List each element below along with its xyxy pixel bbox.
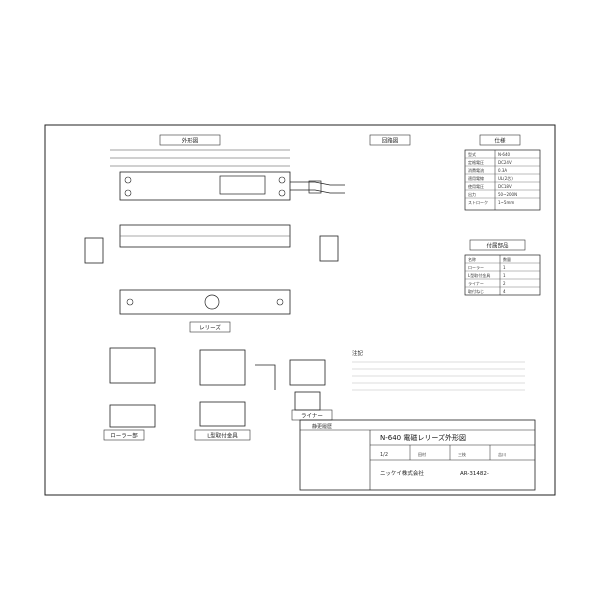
acc-val-0: 数量 [503,256,511,262]
drawing-scale: 1/2 [380,452,388,458]
bracket-header-box [194,429,251,441]
outline-header: 外形図 [182,137,199,145]
specs-header: 仕様 [494,137,506,145]
notes-lines [352,361,525,391]
accessories-header: 付属部品 [486,242,509,250]
spec-key-0: 型式 [468,151,476,157]
spec-key-3: 適用電線 [468,175,484,181]
drawing-title: N-640 電磁レリーズ外形図 [380,433,466,442]
spec-key-4: 使用電圧 [468,183,484,189]
accessories-header-box [469,239,526,251]
roller-header-box [103,429,145,441]
acc-key-2: L型取付金具 [468,272,490,278]
company-name: ニッケイ株式会社 [380,469,424,477]
spec-val-1: DC24V [498,160,512,165]
notes-heading: 注記 [352,349,364,357]
outline-side-views [84,224,339,315]
approver-3: 吉川 [498,452,506,457]
outline-top-view [110,149,345,201]
spec-key-1: 定格電圧 [468,159,484,165]
liner-header: ライナー [301,413,323,420]
outline-header-box [159,134,221,146]
spec-val-6: 1~5mm [498,200,514,205]
release-header-box [189,321,231,333]
acc-key-4: 取付ねじ [468,288,484,294]
drawing-number: AR-31482- [460,471,489,477]
spec-key-2: 消費電流 [468,167,484,173]
approver-2: 三枝 [458,451,466,457]
spec-val-0: N-640 [498,152,511,157]
circuit-header-box [369,134,411,146]
acc-key-1: ローラー [468,264,484,270]
spec-key-6: ストローク [468,199,488,205]
title-block [299,419,536,491]
acc-key-3: ライナー [468,280,484,286]
bracket-header: L型取付金具 [207,432,238,440]
spec-key-5: 出力 [468,191,476,197]
release-header: レリーズ [199,324,221,332]
acc-val-2: 1 [503,273,506,278]
approver-1: 田村 [418,451,426,457]
revision-history-label: 静更履歴 [312,423,332,430]
spec-val-3: UL(2芯) [498,175,513,181]
roller-header: ローラー部 [110,432,138,440]
acc-val-3: 2 [503,281,506,286]
circuit-header: 回路図 [382,137,399,145]
spec-val-5: 50~200N [498,192,517,197]
specs-header-box [479,134,521,146]
specs-table: 型式 N-640 定格電圧 DC24V 消費電流 0.3A 適用電線 UL(2芯… [464,149,541,211]
acc-val-1: 1 [503,265,506,270]
detail-views [109,347,326,428]
acc-key-0: 名称 [468,256,476,262]
spec-val-2: 0.3A [498,168,507,173]
drawing-frame [44,124,556,496]
spec-val-4: DC18V [498,184,512,189]
accessories-table: 名称 数量 ローラー 1 L型取付金具 1 ライナー 2 取付ねじ 4 [464,254,541,296]
acc-val-4: 4 [503,289,506,294]
